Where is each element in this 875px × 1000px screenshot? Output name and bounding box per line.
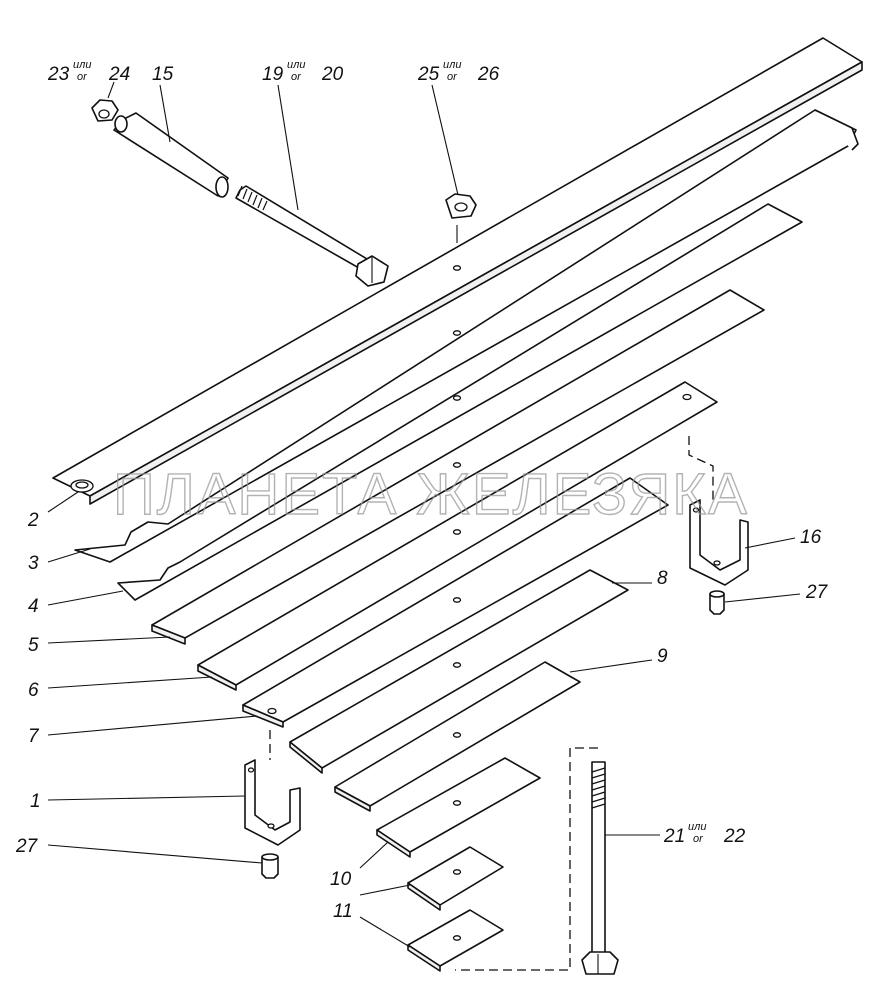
label-3: 3 <box>28 553 39 574</box>
bolt-19-20 <box>235 185 389 287</box>
leaf-2-main <box>52 37 863 505</box>
leaf-4 <box>117 203 803 601</box>
label-22: 22 <box>723 826 746 847</box>
center-holes <box>452 225 462 941</box>
label-21-alt-bottom: or <box>693 833 704 845</box>
label-2: 2 <box>27 510 39 531</box>
leader-lines <box>47 81 801 948</box>
label-4: 4 <box>28 596 39 617</box>
label-24: 24 <box>108 64 130 85</box>
label-21-or-22: 21 или or 22 <box>663 821 746 847</box>
assembly-dashed-lines <box>269 436 714 971</box>
label-27-right: 27 <box>805 582 829 603</box>
part-labels: 2 3 4 5 6 7 1 27 10 11 8 9 16 27 15 <box>15 64 829 922</box>
center-bolt-21-22 <box>581 761 619 975</box>
label-6: 6 <box>28 680 39 701</box>
label-7: 7 <box>28 726 40 747</box>
label-25-or-26: 25 или or 26 <box>417 59 500 85</box>
spacer-tube-15 <box>113 112 229 198</box>
label-25-alt-top: или <box>443 59 461 71</box>
clip-1 <box>244 759 301 846</box>
label-16: 16 <box>800 527 822 548</box>
label-19-alt-bottom: or <box>291 71 302 83</box>
label-8: 8 <box>657 568 668 589</box>
label-21-alt-top: или <box>688 821 706 833</box>
label-19-alt-top: или <box>287 59 305 71</box>
label-27-left: 27 <box>15 836 39 857</box>
label-20: 20 <box>321 64 344 85</box>
label-23-or-24: 23 или or 24 <box>47 59 130 85</box>
label-9: 9 <box>657 646 668 667</box>
rivet-27-right <box>709 590 725 615</box>
label-23-alt-bottom: or <box>77 71 88 83</box>
label-5: 5 <box>28 635 39 656</box>
nut-25-26 <box>445 193 477 219</box>
watermark-text: ПЛАНЕТА ЖЕЛЕЗЯКА <box>113 462 749 527</box>
label-23-alt-top: или <box>73 59 91 71</box>
clip-16 <box>689 499 749 586</box>
pad-11-upper <box>407 846 504 911</box>
rivet-27-left <box>261 853 279 879</box>
label-19: 19 <box>262 64 284 85</box>
label-25: 25 <box>417 64 440 85</box>
leaf-6 <box>197 381 718 691</box>
nut-23-24 <box>91 99 119 122</box>
label-1: 1 <box>30 791 41 812</box>
label-15: 15 <box>152 64 174 85</box>
label-23: 23 <box>47 64 70 85</box>
label-25-alt-bottom: or <box>447 71 458 83</box>
label-26: 26 <box>477 64 500 85</box>
label-21: 21 <box>663 826 685 847</box>
label-19-or-20: 19 или or 20 <box>262 59 344 85</box>
label-10: 10 <box>330 869 352 890</box>
leaf-8 <box>289 569 629 774</box>
label-11: 11 <box>333 901 353 922</box>
leaf-3 <box>74 109 859 563</box>
